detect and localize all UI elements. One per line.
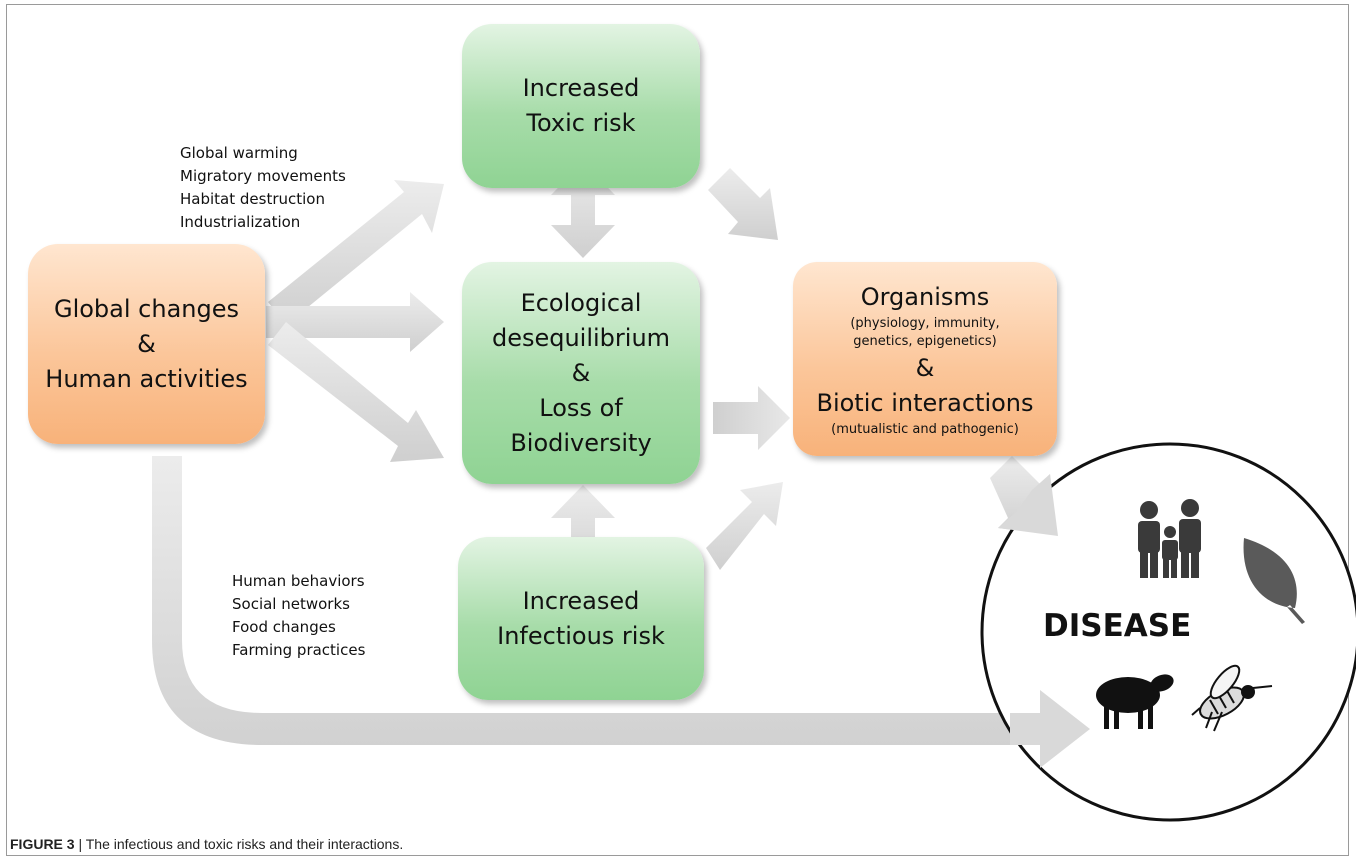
organisms-box: Organisms (physiology, immunity, genetic…	[793, 262, 1057, 456]
note-item: Industrialization	[180, 213, 301, 231]
arrow-global-to-disease-tip	[1010, 690, 1090, 768]
global-changes-box: Global changes & Human activities	[28, 244, 265, 444]
ecological-box: Ecological desequilibrium & Loss of Biod…	[462, 262, 700, 484]
infectious-risk-box: Increased Infectious risk	[458, 537, 704, 700]
global-changes-line-1: Global changes	[53, 294, 239, 323]
note-item: Migratory movements	[180, 167, 346, 185]
arrow-global-to-ecological	[266, 292, 444, 352]
organisms-subtitle: (physiology, immunity, genetics, epigene…	[850, 315, 1000, 349]
sheep-icon	[1096, 674, 1174, 729]
note-item: Social networks	[232, 595, 350, 613]
global-changes-line-2: &	[137, 329, 156, 358]
caption-text: | The infectious and toxic risks and the…	[74, 836, 404, 852]
toxic-risk-box: Increased Toxic risk	[462, 24, 700, 188]
organisms-title-2: Biotic interactions	[816, 388, 1034, 417]
arrow-global-to-disease	[152, 456, 1090, 768]
leaf-icon	[1243, 538, 1305, 624]
notes-top: Global warming Migratory movements Habit…	[180, 142, 346, 234]
infectious-risk-line-2: Infectious risk	[497, 621, 665, 650]
people-icon	[1138, 499, 1201, 578]
arrow-global-to-toxic	[268, 180, 444, 325]
toxic-risk-line-1: Increased	[522, 74, 640, 102]
organisms-amp: &	[915, 353, 935, 382]
arrow-global-to-ecological-lower	[268, 322, 444, 462]
caption-label: FIGURE 3	[10, 836, 75, 852]
ecological-line-2: desequilibrium	[491, 323, 671, 352]
bee-icon	[1191, 664, 1273, 732]
ecological-line-5: Biodiversity	[510, 428, 652, 457]
disease-label: DISEASE	[1043, 608, 1192, 644]
note-item: Food changes	[232, 618, 336, 636]
global-changes-line-3: Human activities	[45, 364, 248, 393]
arrow-organisms-to-disease-tip	[998, 474, 1058, 536]
ecological-line-3: &	[571, 358, 591, 387]
notes-bottom: Human behaviors Social networks Food cha…	[232, 570, 365, 662]
ecological-line-1: Ecological	[520, 288, 642, 317]
figure-caption: FIGURE 3 | The infectious and toxic risk…	[10, 836, 403, 852]
note-item: Habitat destruction	[180, 190, 325, 208]
arrow-infectious-to-organisms	[706, 482, 783, 570]
arrow-toxic-to-organisms	[708, 168, 778, 240]
ecological-line-4: Loss of	[539, 393, 623, 422]
note-item: Farming practices	[232, 641, 366, 659]
organisms-subtitle-2: (mutualistic and pathogenic)	[831, 421, 1019, 437]
note-item: Human behaviors	[232, 572, 365, 590]
figure-frame	[6, 4, 1349, 856]
infectious-risk-line-1: Increased	[522, 586, 640, 615]
arrow-ecological-to-organisms	[713, 386, 790, 450]
note-item: Global warming	[180, 144, 298, 162]
toxic-risk-line-2: Toxic risk	[526, 109, 636, 137]
organisms-title: Organisms	[860, 282, 990, 311]
